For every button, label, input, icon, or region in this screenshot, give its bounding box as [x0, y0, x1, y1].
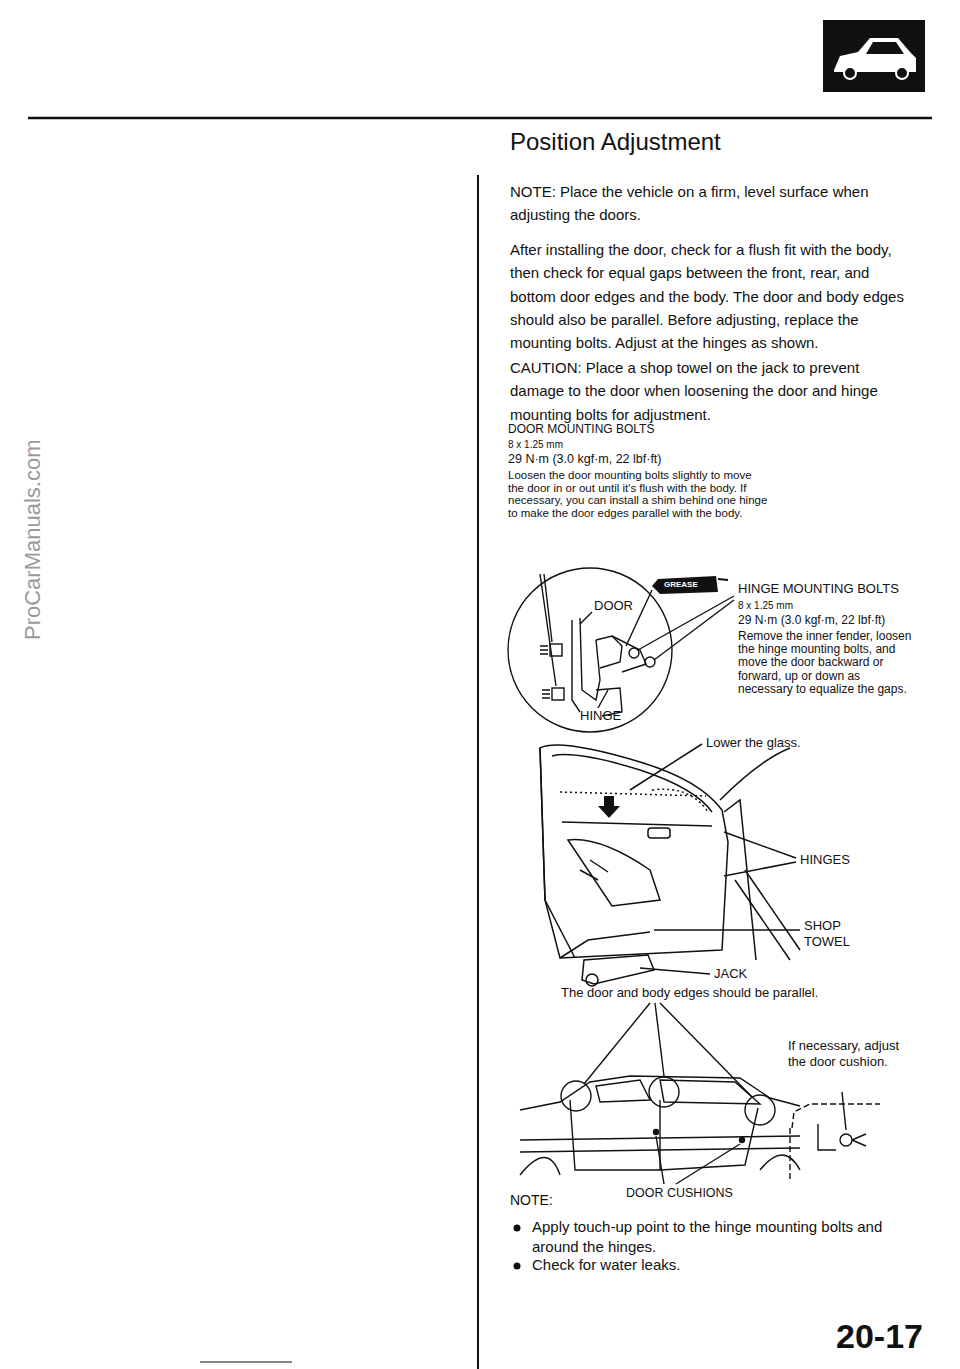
- caution-text: CAUTION: Place a shop towel on the jack …: [510, 356, 912, 426]
- instruction-text: After installing the door, check for a f…: [510, 238, 912, 354]
- grease-mark: GREASE: [664, 580, 698, 590]
- part-name: HINGE: [580, 708, 621, 724]
- note-text: Apply touch-up point to the hinge mounti…: [532, 1217, 917, 1256]
- torque-spec: 29 N·m (3.0 kgf·m, 22 lbf·ft): [508, 452, 662, 467]
- part-name: DOOR CUSHIONS: [626, 1186, 733, 1201]
- procedure-note: Remove the inner fender, loosen the hing…: [738, 630, 916, 696]
- part-name: HINGES: [800, 852, 850, 868]
- part-name: DOOR: [594, 598, 633, 614]
- note-heading: NOTE:: [510, 1192, 553, 1209]
- page-title: Position Adjustment: [510, 128, 721, 157]
- procedure-note: Loosen the door mounting bolts slightly …: [508, 469, 770, 520]
- procedure-note: The door and body edges should be parall…: [561, 985, 818, 1001]
- procedure-note: Lower the glass.: [706, 735, 801, 751]
- page-number: 20-17: [836, 1316, 923, 1357]
- part-name: SHOP TOWEL: [804, 918, 860, 949]
- part-name: HINGE MOUNTING BOLTS: [738, 581, 899, 597]
- note-text: Check for water leaks.: [532, 1256, 680, 1274]
- torque-spec: 29 N·m (3.0 kgf·m, 22 lbf·ft): [738, 613, 885, 627]
- part-name: DOOR MOUNTING BOLTS: [508, 422, 654, 436]
- bolt-size: 8 x 1.25 mm: [738, 600, 793, 612]
- note-text: NOTE: Place the vehicle on a firm, level…: [510, 180, 912, 227]
- watermark: ProCarManuals.com: [20, 439, 46, 640]
- part-name: JACK: [714, 966, 747, 982]
- procedure-note: If necessary, adjust the door cushion.: [788, 1038, 903, 1069]
- bolt-size: 8 x 1.25 mm: [508, 439, 563, 451]
